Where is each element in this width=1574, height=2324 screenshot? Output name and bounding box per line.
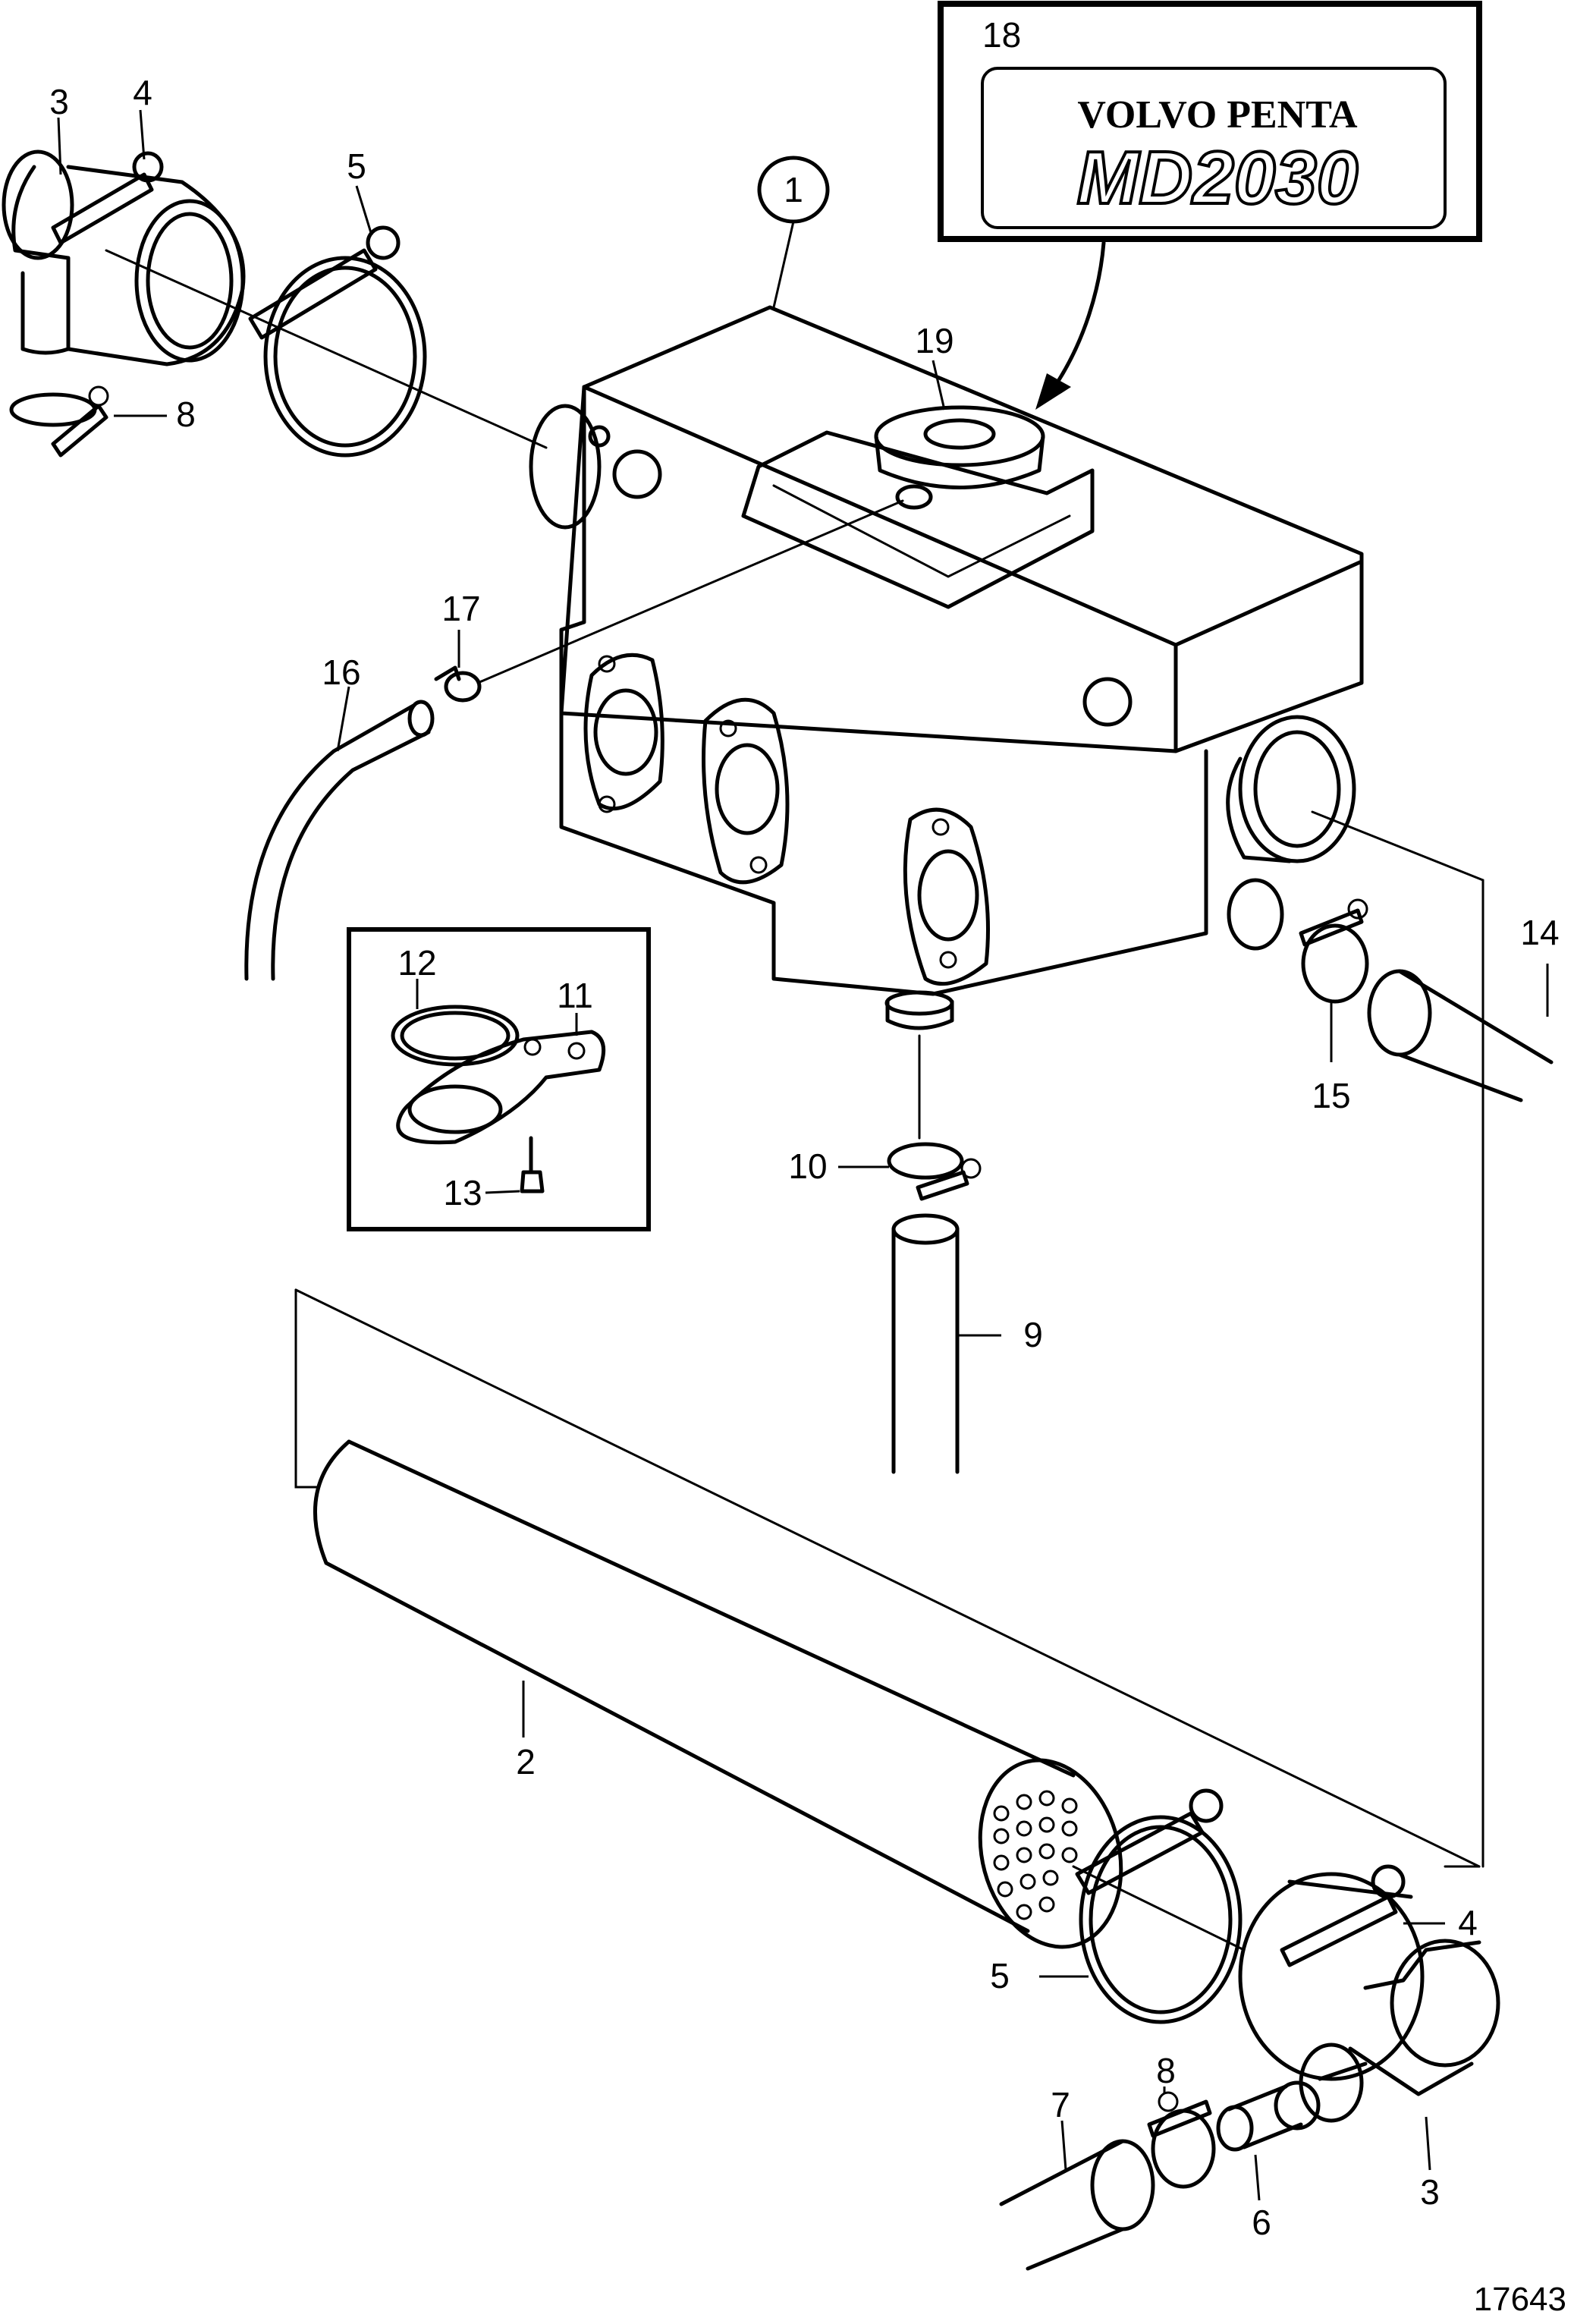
badge-arrow — [1035, 241, 1106, 410]
badge-model: MD2030 — [1077, 136, 1358, 219]
badge-box: 18 VOLVO PENTA MD2030 — [938, 1, 1482, 242]
figure-id: 17643 — [1474, 2281, 1566, 2318]
callout-label-6: 6 — [1252, 2203, 1271, 2242]
clamp-15: 15 — [1299, 898, 1369, 1115]
badge-brand: VOLVO PENTA — [1077, 93, 1358, 137]
hose-14: 14 — [1311, 810, 1560, 1102]
clamp-bottom-8: 8 — [1147, 2051, 1216, 2189]
callout-label-14: 14 — [1520, 913, 1559, 952]
callout-label-10: 10 — [788, 1146, 827, 1186]
callout-label-15: 15 — [1312, 1076, 1350, 1115]
hose-7: 7 — [999, 2085, 1155, 2271]
callout-label-3a: 3 — [49, 82, 69, 121]
callout-label-17: 17 — [441, 589, 480, 628]
callout-label-8b: 8 — [1156, 2051, 1176, 2090]
callout-label-2: 2 — [516, 1742, 536, 1782]
clamp-top-5 — [248, 225, 427, 458]
callout-label-4a: 4 — [133, 73, 152, 112]
callout-label-5b: 5 — [990, 1956, 1010, 1995]
hose-9: 9 — [891, 1213, 1043, 1474]
callout-label-3b: 3 — [1420, 2172, 1440, 2212]
callout-label-12: 12 — [397, 943, 436, 983]
hose-16 — [244, 700, 435, 981]
alignment-frame — [294, 879, 1484, 1868]
clamp-top-8 — [9, 385, 109, 458]
callout-label-11: 11 — [557, 976, 593, 1015]
callout-label-7: 7 — [1051, 2085, 1070, 2124]
callout-label-9: 9 — [1023, 1315, 1043, 1354]
badge-callout-number: 18 — [982, 15, 1021, 55]
callout-label-5a: 5 — [347, 146, 366, 186]
clip-17 — [434, 665, 482, 703]
axis-line-top — [105, 249, 548, 449]
callout-label-4b: 4 — [1458, 1903, 1478, 1942]
callout-label-8a: 8 — [176, 395, 196, 434]
inset-box-gasket: 12 11 13 — [347, 927, 651, 1231]
clamp-bottom-5: 5 — [990, 1788, 1243, 2024]
callout-1: 1 — [757, 156, 830, 308]
pipe-6: 6 — [1216, 2080, 1321, 2242]
clamp-10: 10 — [788, 1142, 982, 1201]
callout-label-13: 13 — [443, 1173, 482, 1212]
callout-label-19: 19 — [915, 321, 954, 360]
tube-ends — [993, 1790, 1078, 1920]
elbow-top-left — [2, 149, 246, 366]
callout-label-16: 16 — [322, 653, 360, 692]
heat-exchanger-tank — [529, 305, 1364, 1030]
callout-label-1: 1 — [784, 170, 803, 209]
elbow-bottom-right: 4 3 — [1238, 1864, 1500, 2212]
tube-stack-2: 2 — [313, 1439, 1123, 1949]
